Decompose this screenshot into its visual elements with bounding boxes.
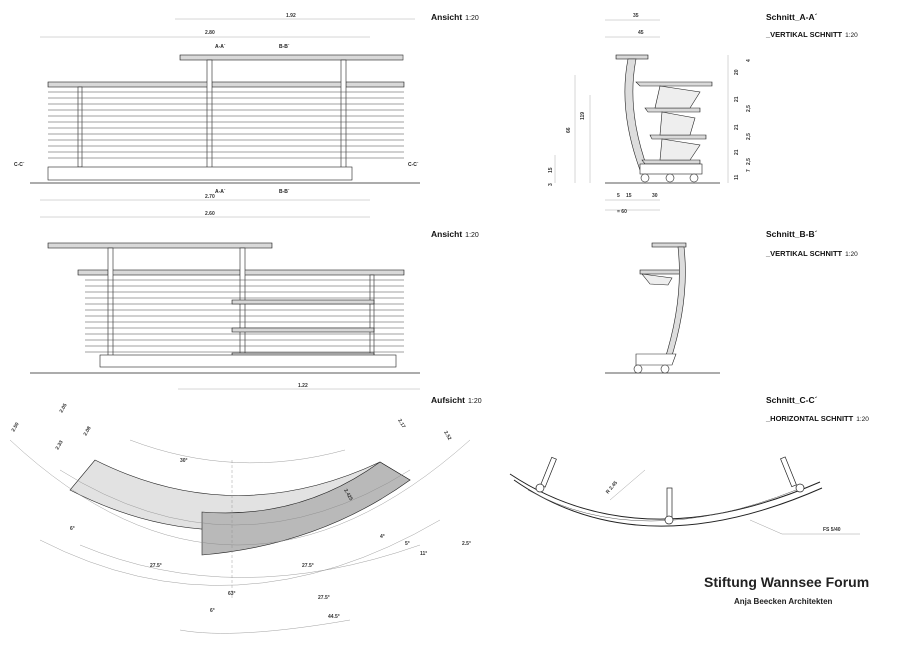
dim-cc-profile: FS 5/40 [823, 527, 841, 533]
top-shelf-board [179, 54, 404, 61]
dim-aa-b2: 15 [626, 193, 632, 199]
dim-aa-r8: 2,5 [746, 158, 752, 165]
section-aa [554, 19, 729, 211]
schnitt-aa-heading: Schnitt_A-A´ [766, 12, 818, 22]
dim-aa-r6: 2,5 [746, 133, 752, 140]
dim-view1-bottom2: 2.60 [205, 211, 215, 217]
dim-aa-h4: 3 [548, 183, 554, 186]
post-c [77, 86, 83, 168]
dim-plan-a3: 27.5° [150, 563, 162, 569]
dim-aa-top1: 35 [633, 13, 639, 19]
elevation-view-1 [30, 18, 420, 218]
marker-cc-left: C-C´ [14, 162, 25, 168]
dim-plan-r6: 2.52 [442, 430, 452, 442]
marker-bb-bottom: B-B´ [279, 189, 290, 195]
dim-aa-b4: = 60 [617, 209, 627, 215]
plan-panel-dark [201, 461, 411, 556]
base-plinth [47, 166, 353, 181]
marker-aa-bottom: A-A´ [215, 189, 226, 195]
schnitt-cc-heading: Schnitt_C-C´ [766, 395, 818, 405]
dim-plan-r5: 2.17 [396, 418, 406, 430]
dim-plan-a1: 30° [180, 458, 188, 464]
dim-aa-r2: 4 [746, 59, 752, 62]
dim-aa-h2: 66 [566, 127, 572, 133]
dim-plan-r4: 2.08 [83, 425, 93, 437]
dim-plan-a4: 27.5° [302, 563, 314, 569]
dim-aa-r3: 21 [734, 96, 740, 102]
dim-aa-r7: 21 [734, 149, 740, 155]
dim-view2-bottom: 1.22 [298, 383, 308, 389]
dim-plan-r7: 2.425 [342, 488, 354, 502]
dim-aa-b1: 5 [617, 193, 620, 199]
dim-plan-r2: 2.05 [59, 402, 69, 414]
dim-plan-a2: 6° [70, 526, 75, 532]
dim-plan-r3: 2.33 [55, 439, 65, 451]
dim-plan-a9: 4° [380, 534, 385, 540]
top-shelf-board-2 [47, 242, 273, 249]
marker-bb-top: B-B´ [279, 44, 290, 50]
marker-cc-right: C-C´ [408, 162, 419, 168]
dim-view1-top: 1.92 [286, 13, 296, 19]
second-shelf-board [47, 81, 405, 88]
dim-aa-r5: 21 [734, 124, 740, 130]
plan-view [9, 439, 471, 634]
dim-plan-a10: 5° [405, 541, 410, 547]
dim-aa-r9: 11 [734, 174, 740, 180]
elevation-view-2 [30, 242, 420, 390]
dim-plan-a5: 63° [228, 591, 236, 597]
dim-plan-a12: 2.5° [462, 541, 471, 547]
section-bb [605, 242, 720, 374]
architect-name: Anja Beecken Architekten [734, 597, 833, 606]
dim-plan-a11: 11° [420, 551, 427, 557]
dim-plan-r1: 2.50 [11, 421, 21, 433]
dim-aa-r4: 2,5 [746, 105, 752, 112]
dim-aa-top2: 45 [638, 30, 644, 36]
section-cc [509, 456, 860, 535]
dim-view1-bottom1: 2.70 [205, 194, 215, 200]
dim-aa-r10: 7 [746, 169, 752, 172]
marker-aa-top: A-A´ [215, 44, 226, 50]
dim-aa-r1: 20 [734, 69, 740, 75]
dim-plan-a6: 27.5° [318, 595, 330, 601]
schnitt-bb-heading: Schnitt_B-B´ [766, 229, 818, 239]
dim-cc-radius: R 2.45 [605, 480, 619, 495]
dim-aa-h1: 119 [580, 112, 586, 120]
dim-aa-b3: 30 [652, 193, 658, 199]
dim-aa-h3: 15 [548, 167, 554, 173]
dim-plan-a8: 44.5° [328, 614, 340, 620]
dim-view1-second: 2.80 [205, 30, 215, 36]
project-title: Stiftung Wannsee Forum [704, 574, 870, 590]
dim-plan-a7: 6° [210, 608, 215, 614]
